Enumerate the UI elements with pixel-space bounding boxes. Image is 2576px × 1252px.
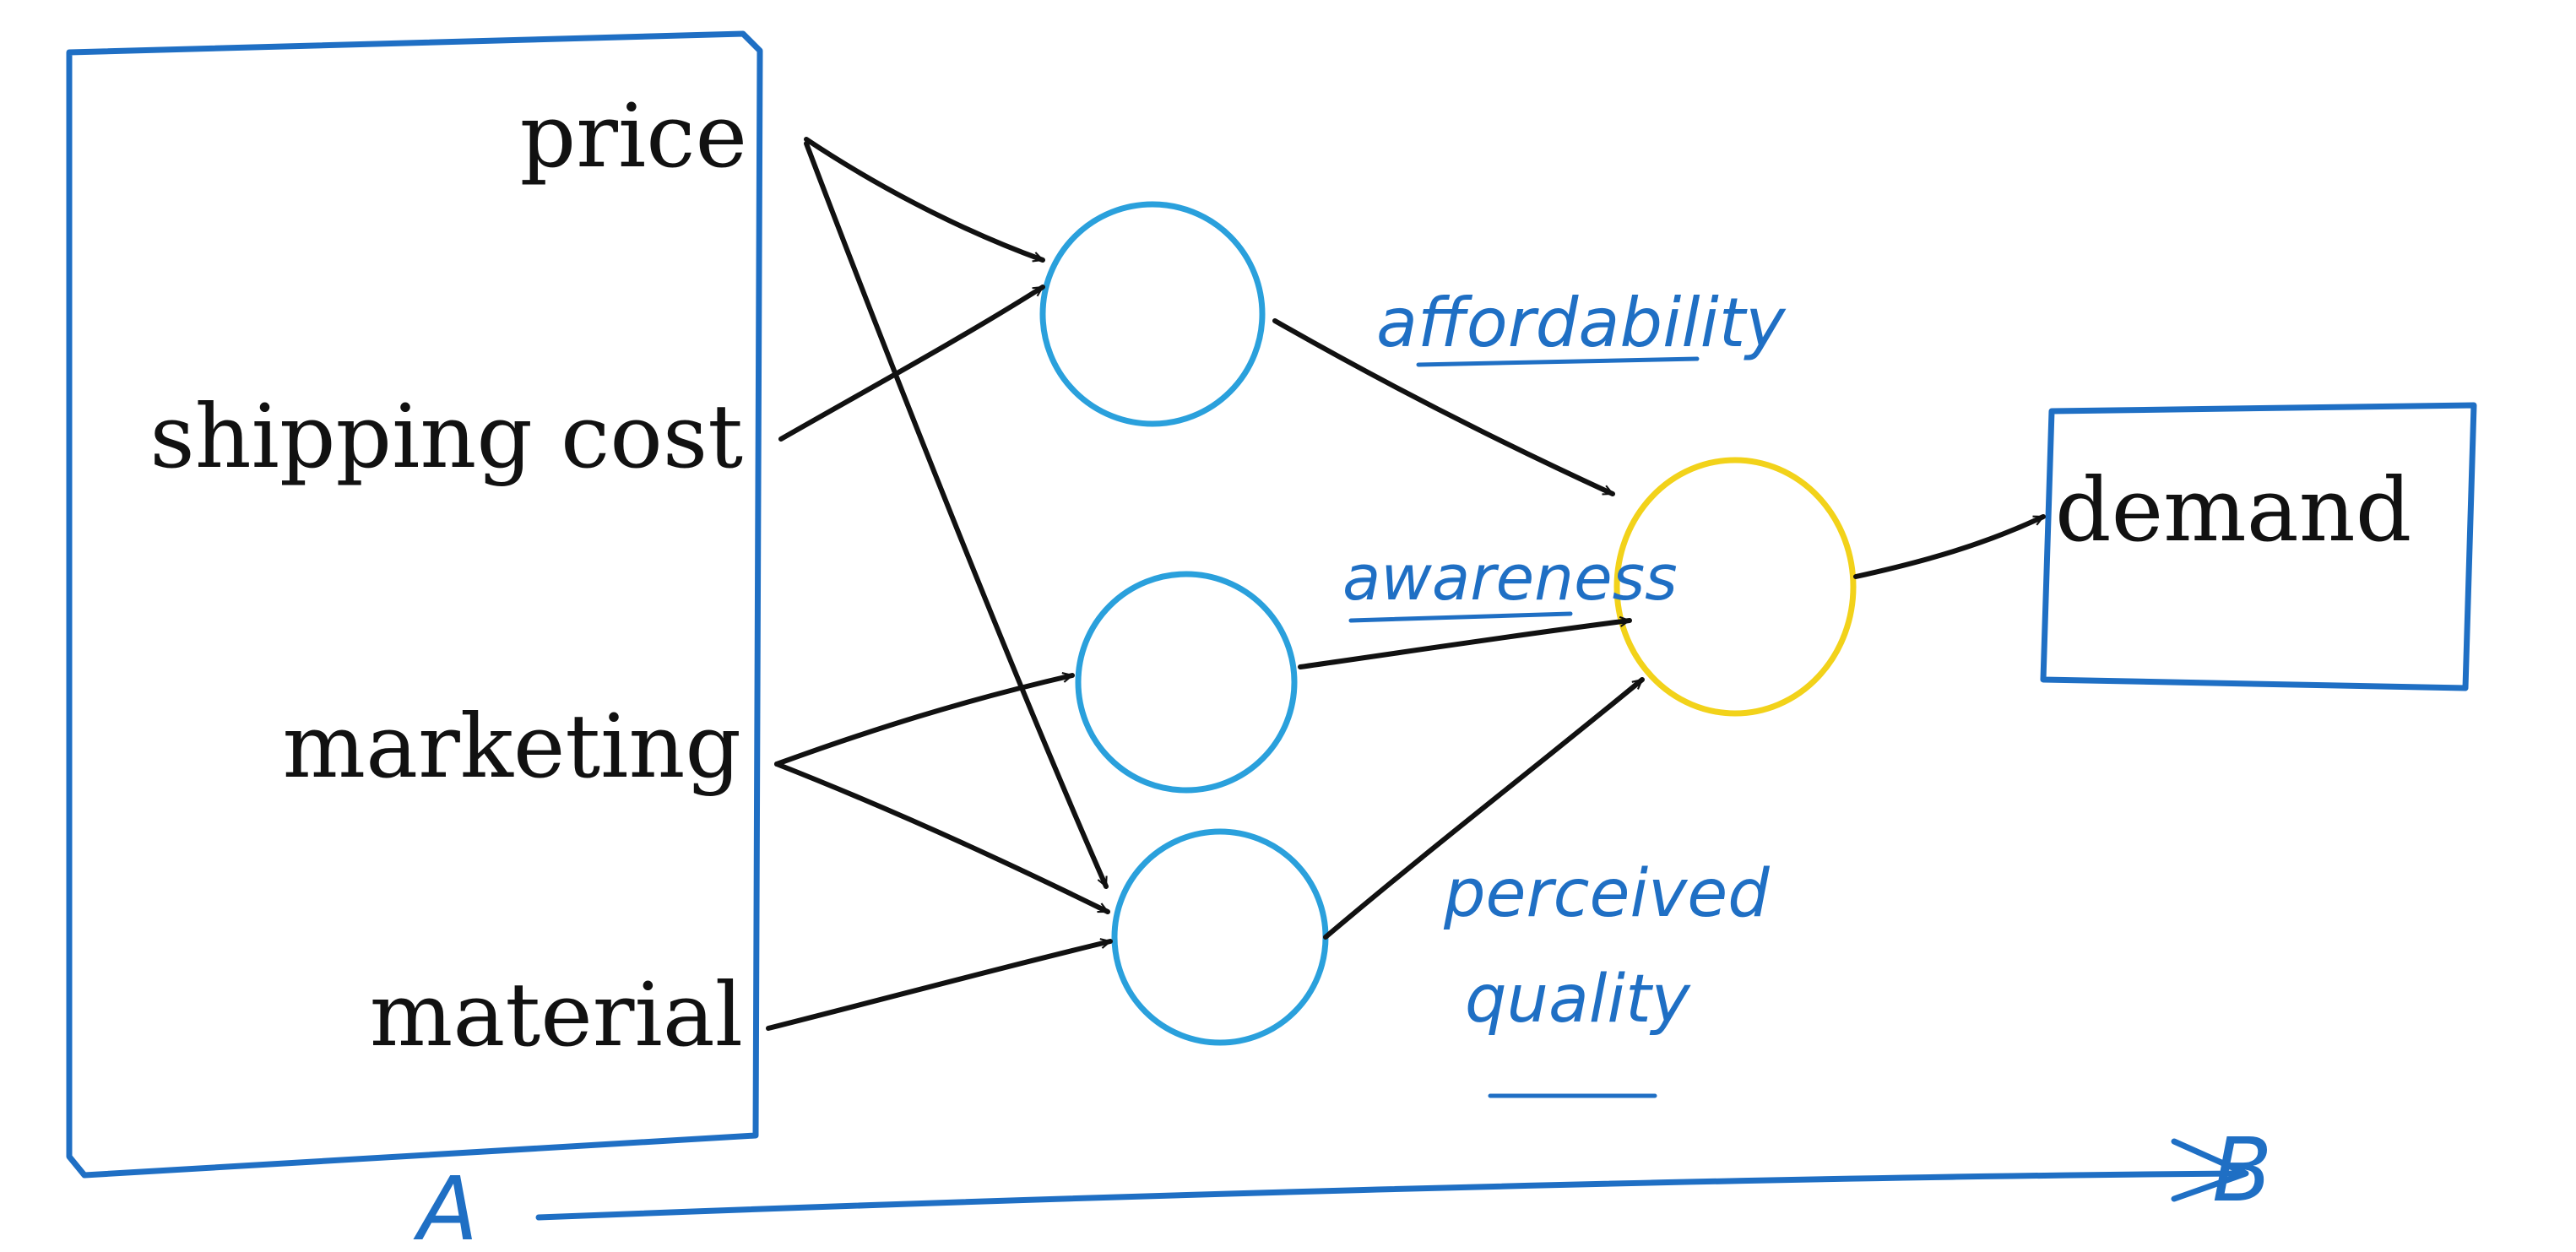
edge-shipping-affordability: [778, 285, 1045, 442]
output-box: [2040, 402, 2477, 691]
hidden-label-quality: quality: [1465, 962, 1692, 1038]
edge-price-affordability: [804, 137, 1045, 263]
mapping-arrow-head: [2171, 1138, 2249, 1202]
edge-perceived-quality-output: [1323, 677, 1645, 940]
input-box: [66, 30, 763, 1179]
input-label-material: material: [370, 963, 743, 1066]
edge-material-perceived-quality: [766, 941, 1113, 1031]
affordability-underline: [1416, 356, 1700, 367]
edge-price-perceived-quality: [804, 141, 1109, 889]
output-label-demand: demand: [2055, 458, 2411, 561]
hidden-label-awareness: awareness: [1342, 542, 1678, 615]
hidden-label-affordability: affordability: [1376, 284, 1787, 362]
hidden-node-affordability: [1039, 201, 1266, 427]
input-label-marketing: marketing: [282, 695, 741, 798]
input-label-shipping-cost: shipping cost: [149, 385, 743, 488]
hidden-node-awareness: [1075, 571, 1298, 794]
input-label-price: price: [520, 84, 747, 187]
edge-marketing-perceived-quality: [774, 761, 1110, 914]
awareness-underline: [1348, 611, 1573, 623]
hidden-node-perceived-quality: [1111, 828, 1329, 1046]
output-node: [1613, 457, 1857, 717]
mapping-arrow-line: [535, 1170, 2241, 1221]
edge-marketing-awareness: [774, 675, 1075, 767]
hidden-label-perceived: perceived: [1443, 856, 1770, 932]
edge-affordability-output: [1272, 318, 1615, 496]
edge-output-demand: [1853, 514, 2046, 579]
edge-awareness-output: [1298, 621, 1632, 669]
mapping-label-a: A: [413, 1157, 478, 1252]
mapping-label-b: B: [2212, 1119, 2272, 1222]
